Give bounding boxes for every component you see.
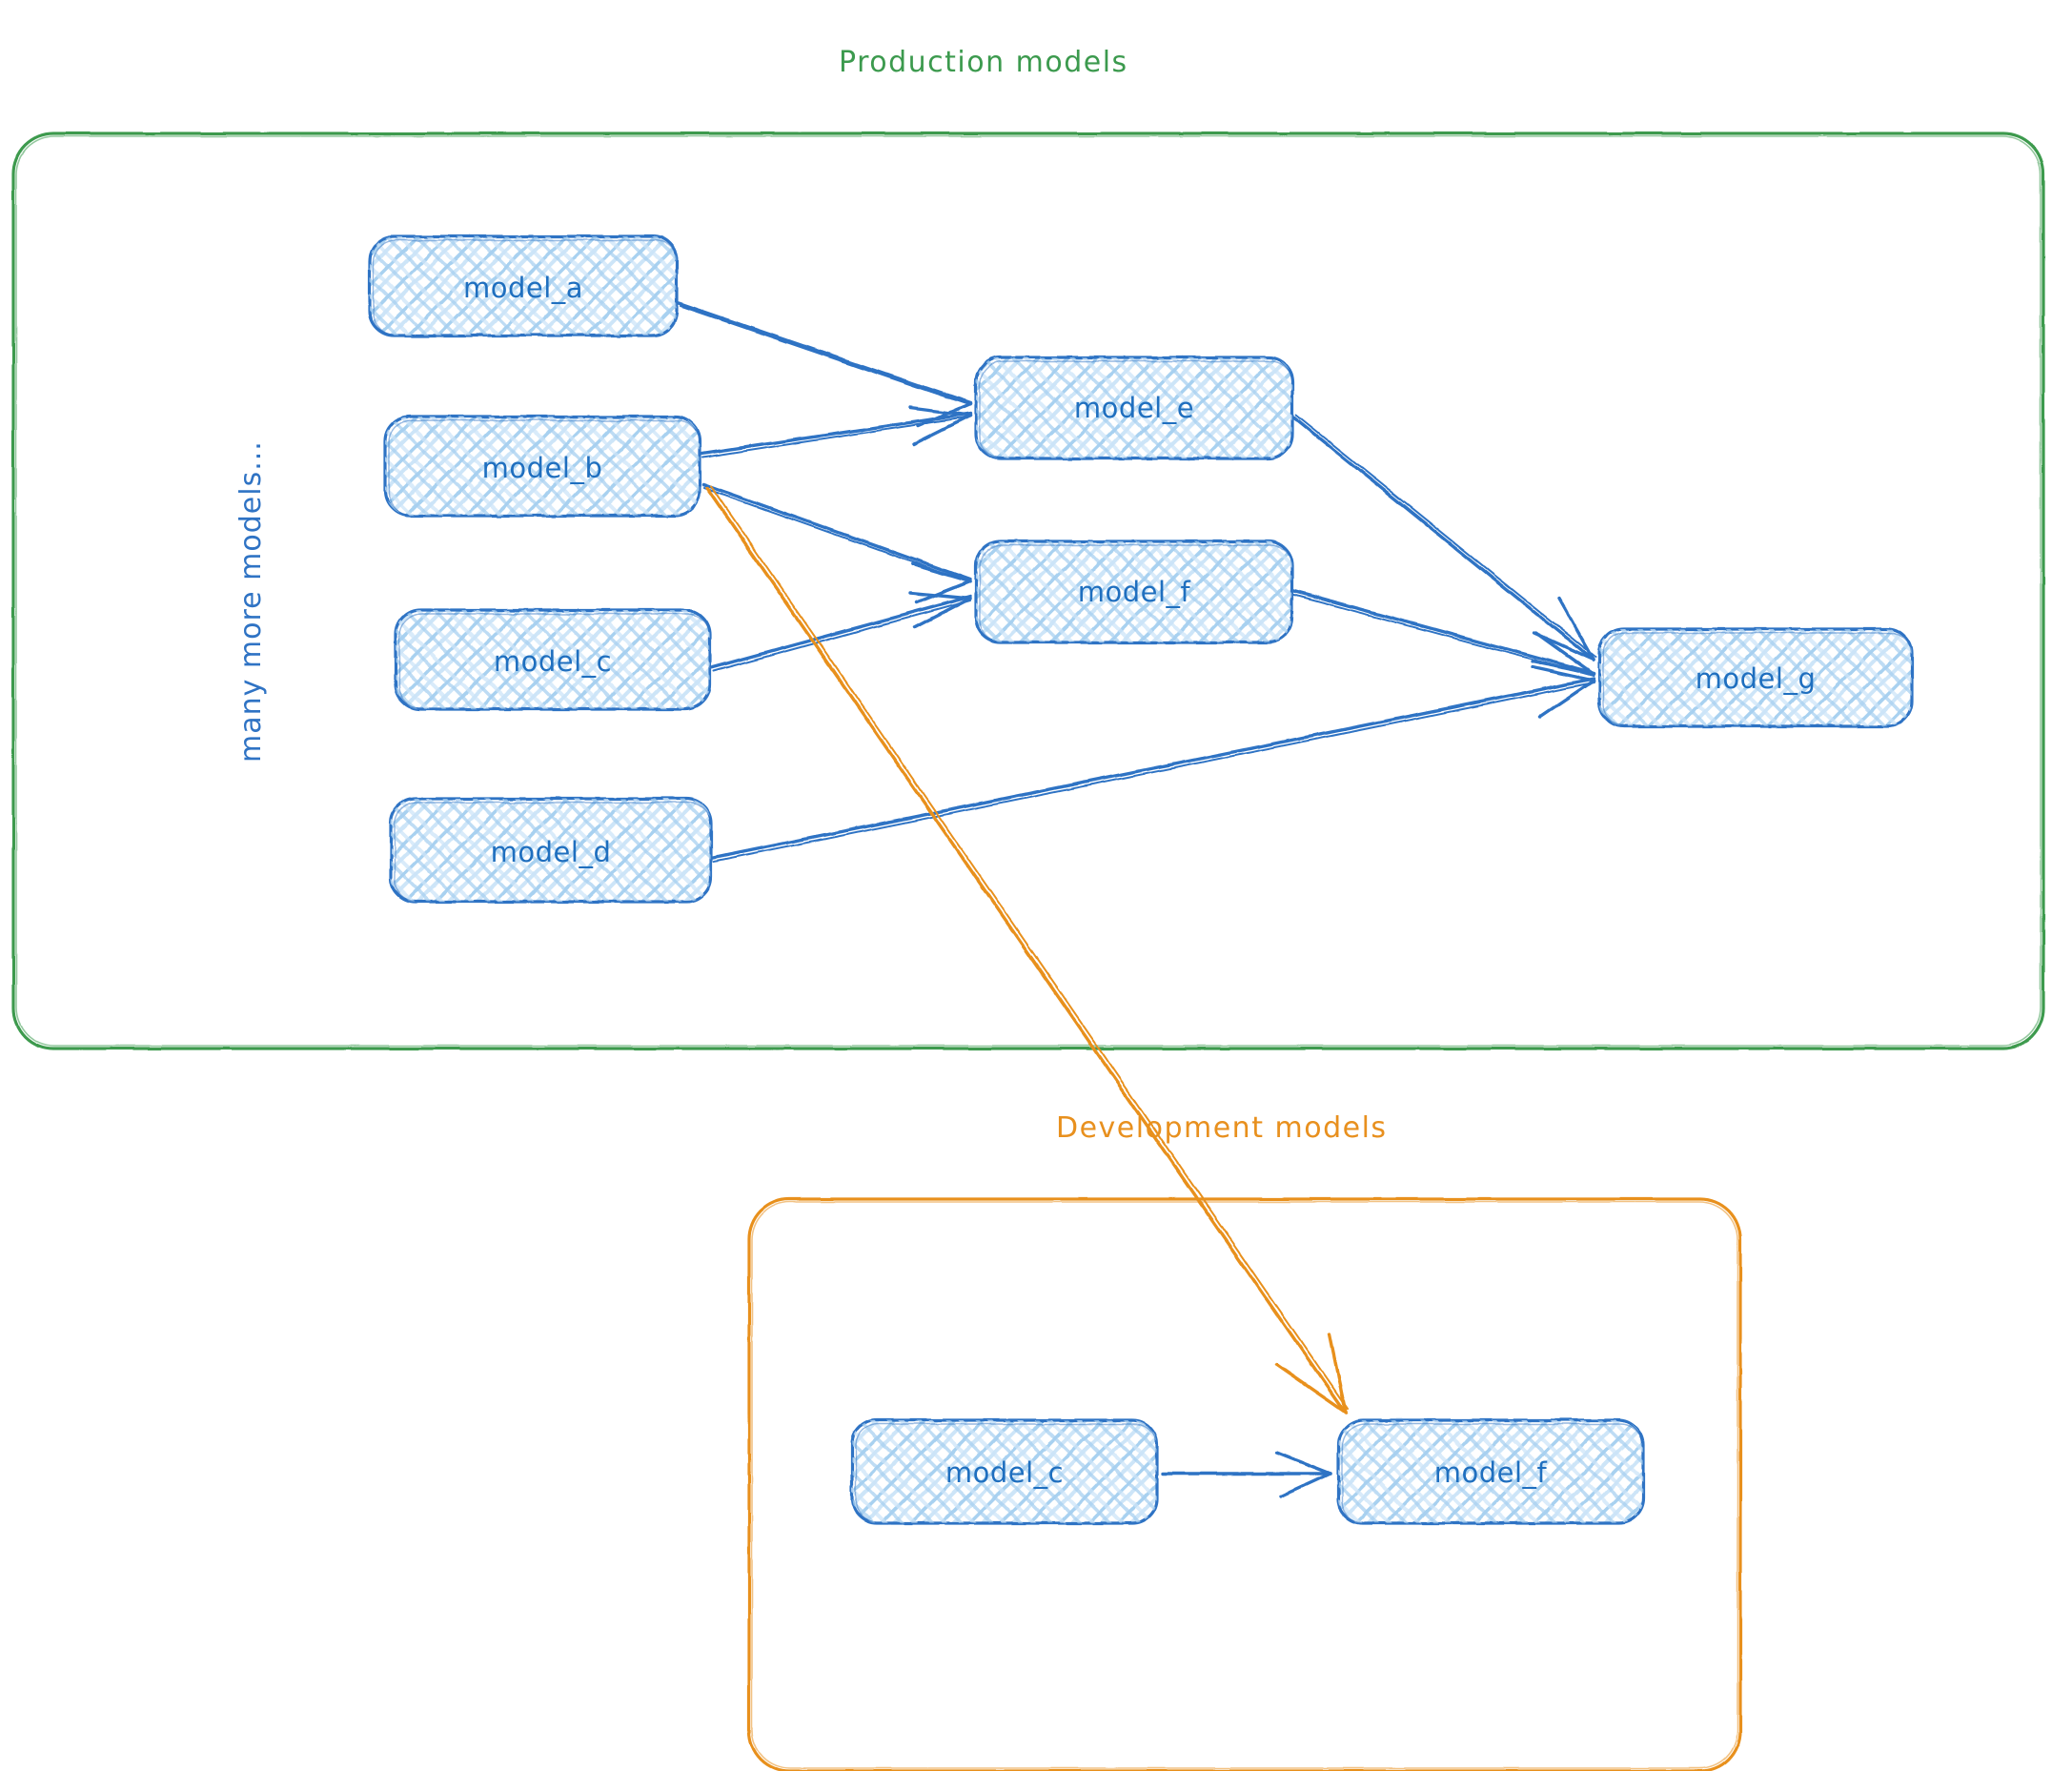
edge-model-b-to-dev-model-f bbox=[705, 485, 1349, 1415]
node-label: model_c bbox=[494, 645, 612, 678]
edges-layer bbox=[677, 301, 1596, 1498]
edge-model-b-to-model-e bbox=[700, 406, 972, 458]
edge-model-b-to-model-f bbox=[701, 482, 972, 604]
node-dev-model-f[interactable]: model_f bbox=[1336, 1418, 1645, 1525]
node-label: model_f bbox=[1434, 1456, 1548, 1489]
production-group-label: Production models bbox=[839, 46, 1128, 79]
node-label: model_b bbox=[482, 452, 603, 484]
edge-model-f-to-model-g bbox=[1292, 589, 1595, 677]
node-prod-model-e[interactable]: model_e bbox=[974, 356, 1294, 460]
node-label: model_c bbox=[945, 1456, 1064, 1489]
production-group-container bbox=[11, 132, 2045, 1050]
node-prod-model-d[interactable]: model_d bbox=[389, 797, 713, 904]
node-label: model_d bbox=[491, 836, 612, 868]
node-label: model_g bbox=[1696, 662, 1817, 695]
edge-model-a-to-model-e bbox=[677, 301, 972, 428]
node-dev-model-c[interactable]: model_c bbox=[850, 1418, 1159, 1525]
development-group-container bbox=[747, 1197, 1742, 1771]
node-prod-model-f[interactable]: model_f bbox=[974, 539, 1294, 644]
node-label: model_f bbox=[1078, 576, 1191, 608]
node-prod-model-b[interactable]: model_b bbox=[383, 415, 701, 518]
node-prod-model-a[interactable]: model_a bbox=[368, 234, 679, 337]
node-prod-model-c[interactable]: model_c bbox=[394, 608, 712, 711]
edge-model-c-to-model-f bbox=[711, 591, 972, 672]
node-prod-model-g[interactable]: model_g bbox=[1597, 627, 1914, 728]
node-label: model_e bbox=[1074, 392, 1194, 424]
edge-model-d-to-model-g bbox=[711, 665, 1595, 863]
edge-model-e-to-model-g bbox=[1292, 414, 1596, 662]
node-label: model_a bbox=[463, 272, 583, 304]
development-group-label: Development models bbox=[1056, 1111, 1388, 1145]
edge-dev-model-c-to-dev-model-f bbox=[1161, 1451, 1332, 1498]
